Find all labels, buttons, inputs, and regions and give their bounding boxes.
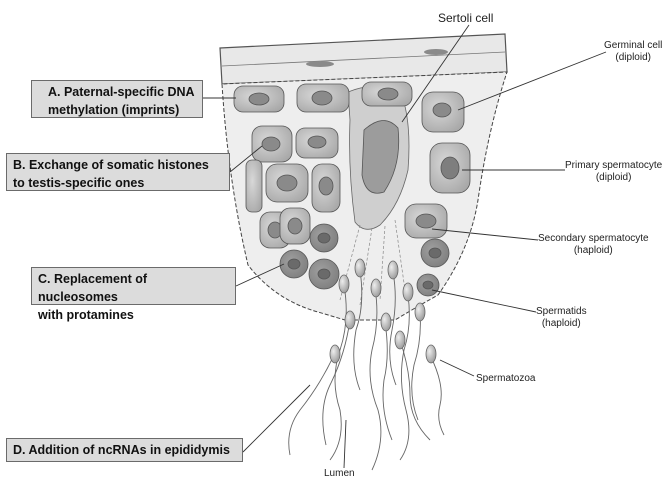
callout-b-line-2: to testis-specific ones xyxy=(13,174,223,192)
label-lumen: Lumen xyxy=(324,468,355,480)
callout-d-line-1: D. Addition of ncRNAs in epididymis xyxy=(13,441,236,459)
callout-a-line-1: A. Paternal-specific DNA xyxy=(38,83,196,101)
label-primary-spermatocyte-name: Primary spermatocyte xyxy=(565,160,662,172)
label-secondary-spermatocyte-ploidy: (haploid) xyxy=(538,245,649,257)
label-germinal-cell-ploidy: (diploid) xyxy=(604,52,662,64)
label-secondary-spermatocyte: Secondary spermatocyte (haploid) xyxy=(538,233,649,257)
label-primary-spermatocyte-ploidy: (diploid) xyxy=(565,172,662,184)
callout-b-line-1: B. Exchange of somatic histones xyxy=(13,156,223,174)
label-primary-spermatocyte: Primary spermatocyte (diploid) xyxy=(565,160,662,184)
callout-c-line-2: with protamines xyxy=(38,306,229,324)
label-spermatids-name: Spermatids xyxy=(536,306,587,318)
callout-b: B. Exchange of somatic histones to testi… xyxy=(6,153,230,191)
callout-c: C. Replacement of nucleosomes with prota… xyxy=(31,267,236,305)
label-sertoli-cell: Sertoli cell xyxy=(438,12,493,24)
label-spermatids: Spermatids (haploid) xyxy=(536,306,587,330)
callout-c-line-1: C. Replacement of nucleosomes xyxy=(38,270,229,306)
callout-d: D. Addition of ncRNAs in epididymis xyxy=(6,438,243,462)
label-germinal-cell-name: Germinal cell xyxy=(604,40,662,52)
callout-a-line-2: methylation (imprints) xyxy=(38,101,196,119)
label-germinal-cell: Germinal cell (diploid) xyxy=(604,40,662,64)
label-spermatozoa: Spermatozoa xyxy=(476,373,535,385)
callout-a: A. Paternal-specific DNA methylation (im… xyxy=(31,80,203,118)
label-secondary-spermatocyte-name: Secondary spermatocyte xyxy=(538,233,649,245)
label-spermatids-ploidy: (haploid) xyxy=(536,318,587,330)
